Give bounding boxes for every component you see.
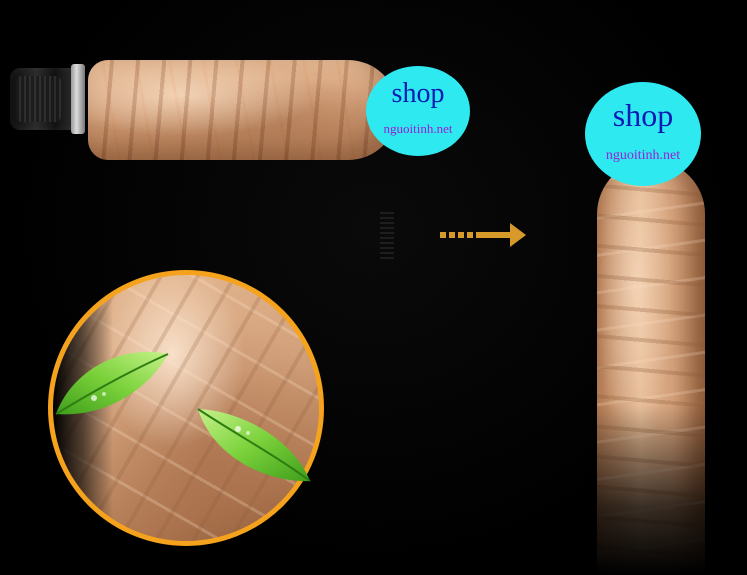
handle-collar <box>71 64 85 134</box>
product-handle <box>10 64 85 134</box>
leaf-icon <box>55 351 169 415</box>
product-horizontal-view <box>10 58 410 168</box>
shop-badge-top-right: shop nguoitinh.net <box>585 82 701 186</box>
leaf-icon <box>197 408 311 482</box>
bottom-fade <box>585 405 715 575</box>
shop-badge-top-left: shop nguoitinh.net <box>366 66 470 156</box>
faint-mark <box>380 212 394 262</box>
product-vertical-view <box>585 160 715 575</box>
handle-grip-ridges <box>16 76 61 122</box>
badge-site-text: nguoitinh.net <box>605 148 681 163</box>
badge-shop-text: shop <box>391 78 445 109</box>
badge-shop-text: shop <box>612 97 674 133</box>
badge-site-text: nguoitinh.net <box>383 121 453 136</box>
product-texture <box>88 60 398 160</box>
product-body-horizontal <box>88 60 398 160</box>
dashed-right-arrow-icon <box>440 223 526 247</box>
